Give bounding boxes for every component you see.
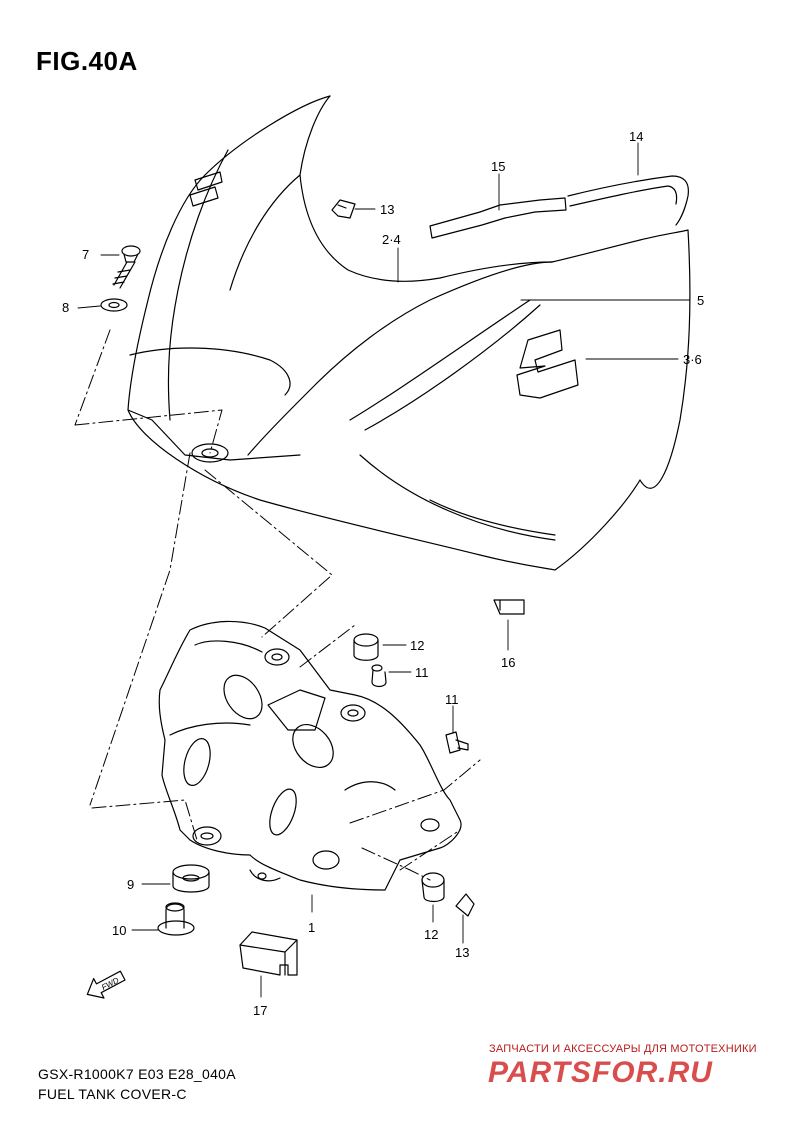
figure-caption: FUEL TANK COVER-C: [38, 1086, 187, 1102]
callout-11-right: 11: [445, 692, 459, 707]
callout-12-bottom: 12: [424, 927, 438, 942]
callout-17: 17: [253, 1003, 267, 1018]
watermark-tagline: ЗАПЧАСТИ И АКСЕССУАРЫ ДЛЯ МОТОТЕХНИКИ: [489, 1043, 757, 1055]
clip-13-bottom-icon: [455, 893, 475, 917]
callout-13-top: 13: [380, 202, 394, 217]
callout-14: 14: [629, 129, 643, 144]
cushion-12-bottom-icon: [421, 872, 445, 903]
callout-12-top: 12: [410, 638, 424, 653]
callout-5: 5: [697, 293, 704, 308]
callout-11-top: 11: [415, 665, 429, 680]
pad-17-icon: [239, 931, 298, 976]
callout-7: 7: [82, 247, 89, 262]
watermark-logo: PARTSFOR.RU: [488, 1056, 713, 1089]
callout-13-bottom: 13: [455, 945, 469, 960]
leader-lines: [77, 142, 691, 998]
cushion-12-top-icon: [353, 633, 379, 661]
fwd-arrow-icon: FWD: [86, 970, 126, 999]
collar-10-icon: [157, 902, 195, 936]
grommet-9-icon: [172, 864, 210, 893]
bolt-11-right-icon: [445, 731, 469, 754]
fuel-tank-cover-upper: [127, 95, 691, 571]
callout-15: 15: [491, 159, 505, 174]
washer-8-icon: [100, 298, 128, 312]
watermark-logo-text: PARTSFOR.RU: [488, 1056, 713, 1089]
pad-16-icon: [493, 599, 525, 615]
model-code: GSX-R1000K7 E03 E28_040A: [38, 1066, 236, 1082]
callout-2-4: 2·4: [382, 232, 401, 247]
callout-9: 9: [127, 877, 134, 892]
screw-7-icon: [112, 245, 141, 289]
callout-8: 8: [62, 300, 69, 315]
callout-labels: 1 2·4 3·6 5 7 8 9 10 11 11 12 12 13 13 1…: [62, 129, 704, 1018]
bracket-assembly: [158, 620, 462, 891]
bolt-11-top-icon: [371, 664, 387, 688]
assembly-lines: [74, 329, 481, 881]
clip-13-top-icon: [331, 199, 356, 219]
callout-10: 10: [112, 923, 126, 938]
callout-16: 16: [501, 655, 515, 670]
figure-title: FIG.40A: [36, 46, 138, 76]
callout-1: 1: [308, 920, 315, 935]
callout-3-6: 3·6: [683, 352, 702, 367]
